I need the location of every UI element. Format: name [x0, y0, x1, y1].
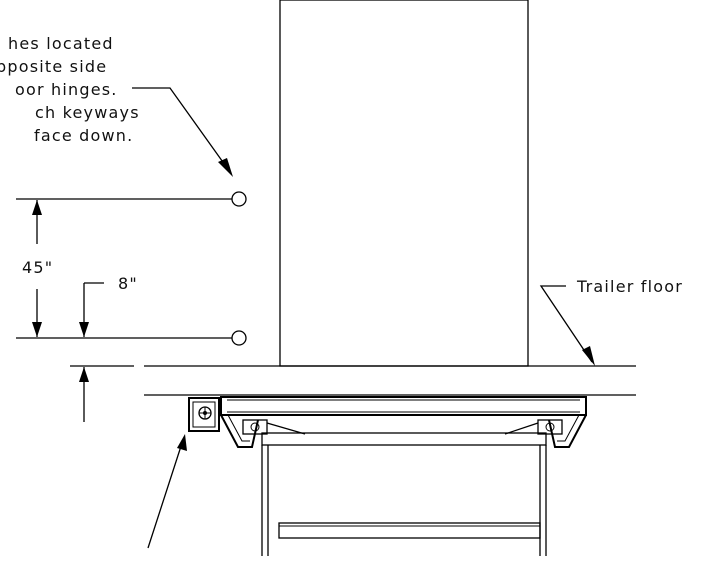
- upper-hole: [16, 191, 247, 207]
- dimension-45-label: 45": [22, 258, 53, 277]
- latch-leader-arrowhead: [177, 434, 187, 451]
- dim8-arrow-top: [79, 322, 89, 337]
- note-line-3: oor hinges.: [15, 80, 118, 99]
- note-line-2: pposite side: [0, 57, 107, 76]
- floor-mechanism: [220, 396, 587, 556]
- dim8-arrow-bottom: [79, 367, 89, 382]
- dim45-arrow-bottom: [32, 322, 42, 337]
- trailer-floor: [144, 365, 636, 396]
- trailer-floor-callout: Trailer floor: [539, 277, 683, 366]
- note-line-4: ch keyways: [35, 103, 140, 122]
- note-leader-arrowhead: [218, 158, 233, 177]
- note-line-5: face down.: [34, 126, 133, 145]
- dimension-8-label: 8": [118, 274, 138, 293]
- dim45-arrow-top: [32, 200, 42, 215]
- note-leader: [132, 87, 233, 177]
- latch-box: [188, 397, 220, 432]
- panel-outline: [279, 0, 529, 367]
- lower-hole: [16, 330, 247, 346]
- trailer-floor-arrowhead: [582, 346, 595, 366]
- dimension-8: 8": [70, 274, 138, 422]
- note-block: hes located pposite side oor hinges. ch …: [0, 34, 140, 145]
- note-line-1: hes located: [8, 34, 114, 53]
- dimension-45: 45": [22, 200, 53, 337]
- latch-leader: [147, 434, 187, 549]
- trailer-floor-label: Trailer floor: [576, 277, 683, 296]
